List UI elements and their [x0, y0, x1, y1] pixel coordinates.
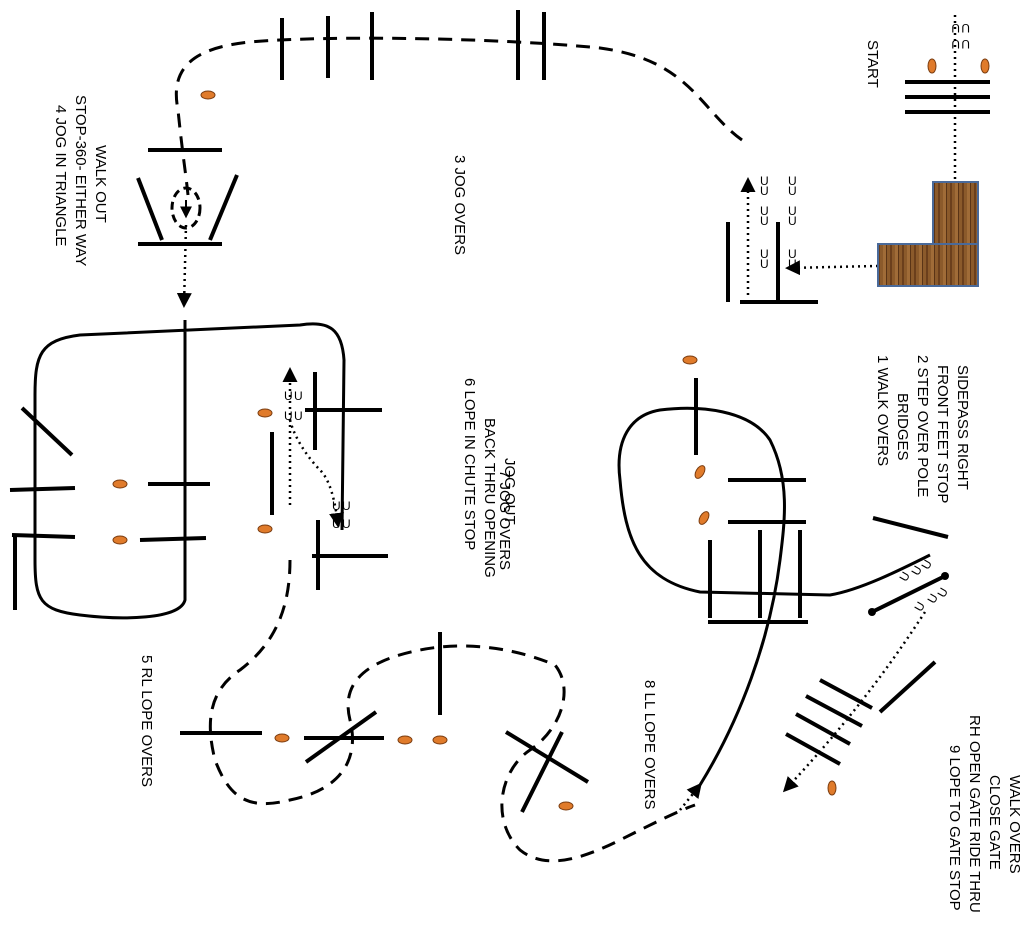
- gate-path: [782, 611, 927, 793]
- station-9-label: 9 LOPE TO GATE STOP RH OPEN GATE RIDE TH…: [946, 715, 1021, 913]
- cones: [112, 58, 990, 811]
- poles: [9, 10, 990, 813]
- bridges: [877, 181, 979, 287]
- svg-text:JOG OUT: JOG OUT: [501, 458, 518, 525]
- svg-text:U: U: [951, 21, 960, 35]
- svg-text:BACK THRU OPENING: BACK THRU OPENING: [481, 418, 498, 578]
- station-1-label: 1 WALK OVERS BRIDGES 2 STEP OVER POLE FR…: [874, 355, 971, 503]
- chute-back-path: [288, 419, 345, 528]
- lope-loop-path: [33, 320, 346, 620]
- svg-text:U: U: [284, 389, 293, 403]
- station-5-label: 5 RL LOPE OVERS: [138, 655, 155, 787]
- svg-text:CLOSE GATE: CLOSE GATE: [986, 775, 1003, 870]
- svg-text:U: U: [788, 257, 797, 271]
- svg-text:RH OPEN GATE RIDE THRU: RH OPEN GATE RIDE THRU: [966, 715, 983, 913]
- lope-path-8: [617, 406, 931, 786]
- svg-text:WALK OVERS: WALK OVERS: [1006, 775, 1021, 874]
- svg-text:U: U: [342, 499, 351, 513]
- svg-text:U: U: [788, 247, 797, 261]
- svg-text:SIDEPASS RIGHT: SIDEPASS RIGHT: [954, 365, 971, 490]
- station-3-label: 3 JOG OVERS: [451, 155, 468, 255]
- svg-text:9 LOPE TO GATE STOP: 9 LOPE TO GATE STOP: [946, 745, 963, 911]
- svg-text:U: U: [294, 409, 303, 423]
- svg-text:U: U: [951, 37, 960, 51]
- svg-text:U: U: [294, 389, 303, 403]
- station-6-label: 6 LOPE IN CHUTE STOP BACK THRU OPENING J…: [461, 378, 518, 578]
- svg-text:U: U: [961, 37, 970, 51]
- svg-text:U: U: [342, 517, 351, 531]
- svg-text:2 STEP OVER POLE: 2 STEP OVER POLE: [914, 355, 931, 497]
- svg-text:U: U: [961, 21, 970, 35]
- walk-out-path: [176, 224, 192, 308]
- svg-text:WALK OUT: WALK OUT: [92, 145, 109, 223]
- svg-text:U: U: [788, 204, 797, 218]
- svg-text:6 LOPE IN CHUTE STOP: 6 LOPE IN CHUTE STOP: [461, 378, 478, 550]
- svg-text:U: U: [760, 204, 769, 218]
- svg-text:STOP-360- EITHER WAY: STOP-360- EITHER WAY: [72, 95, 89, 266]
- svg-text:U: U: [284, 409, 293, 423]
- svg-text:U: U: [760, 184, 769, 198]
- jog-path-lower: [208, 559, 696, 863]
- turn-circle: [170, 186, 202, 230]
- jog-path-top: [174, 36, 743, 196]
- svg-text:U: U: [760, 214, 769, 228]
- svg-text:BRIDGES: BRIDGES: [894, 393, 911, 461]
- svg-text:FRONT FEET STOP: FRONT FEET STOP: [934, 365, 951, 503]
- svg-text:U: U: [911, 599, 927, 614]
- svg-text:4 JOG IN TRIANGLE: 4 JOG IN TRIANGLE: [52, 105, 69, 246]
- svg-text:U: U: [760, 174, 769, 188]
- svg-text:1 WALK OVERS: 1 WALK OVERS: [874, 355, 891, 466]
- svg-text:U: U: [332, 499, 341, 513]
- bridge-exit-path: [785, 260, 921, 276]
- bridge-upper: [932, 181, 979, 247]
- start-label: START: [864, 40, 881, 88]
- station-8-label: 8 LL LOPE OVERS: [641, 680, 658, 810]
- station-7-label: 7 JOG OVERS: [496, 470, 513, 570]
- svg-text:U: U: [788, 214, 797, 228]
- svg-text:U: U: [760, 257, 769, 271]
- station-4-label: 4 JOG IN TRIANGLE STOP-360- EITHER WAY W…: [52, 95, 109, 266]
- labels: START 1 WALK OVERS BRIDGES 2 STEP OVER P…: [52, 40, 1021, 913]
- svg-text:U: U: [788, 184, 797, 198]
- bridge-lower: [877, 243, 979, 287]
- svg-text:U: U: [332, 517, 341, 531]
- svg-text:U: U: [788, 174, 797, 188]
- svg-text:U: U: [760, 247, 769, 261]
